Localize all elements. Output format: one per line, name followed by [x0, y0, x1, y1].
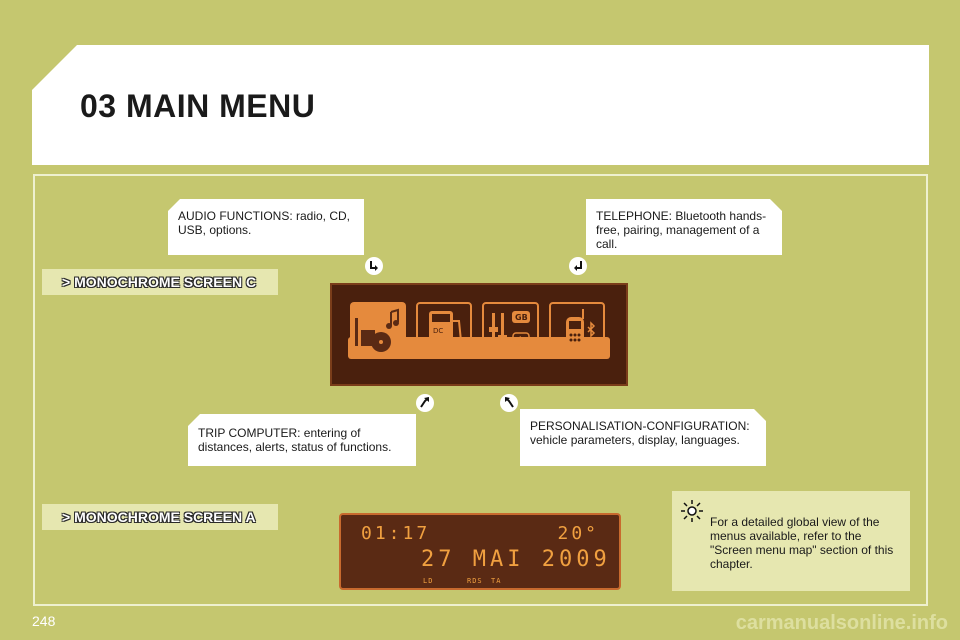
personalisation-callout-text: PERSONALISATION-CONFIGURATION: vehicle p…: [530, 419, 750, 447]
display-bar: [348, 337, 610, 359]
arrow-up-left-icon: [500, 394, 518, 412]
page-number: 248: [32, 613, 56, 629]
tip-text: For a detailed global view of the menus …: [710, 515, 894, 571]
section-banner-screen-a: > MONOCHROME SCREEN A: [42, 504, 278, 530]
audio-callout: AUDIO FUNCTIONS: radio, CD, USB, options…: [168, 199, 364, 255]
arrow-up-right-icon: [416, 394, 434, 412]
language-i-label: I: [519, 335, 521, 344]
indicator-ld: LD: [423, 577, 434, 585]
telephone-icon[interactable]: [548, 302, 605, 356]
menu-icon-row: DC GB I: [350, 302, 605, 362]
tip-box: For a detailed global view of the menus …: [672, 491, 910, 591]
telephone-callout-text: TELEPHONE: Bluetooth hands-free, pairing…: [596, 209, 767, 251]
indicator-rds: RDS: [467, 577, 483, 585]
monochrome-screen-a: 01:17 20° 27 MAI 2009 LD RDS TA: [339, 513, 621, 590]
audio-callout-text: AUDIO FUNCTIONS: radio, CD, USB, options…: [178, 209, 351, 237]
language-gb-label: GB: [515, 313, 528, 322]
arrow-down-right-icon: [365, 257, 383, 275]
trip-callout: TRIP COMPUTER: entering of distances, al…: [188, 414, 416, 466]
indicator-ta: TA: [491, 577, 502, 585]
monochrome-screen-c: DC GB I: [330, 283, 628, 386]
temperature-display: 20°: [557, 523, 599, 544]
fuel-label: DC: [433, 327, 443, 335]
telephone-callout: TELEPHONE: Bluetooth hands-free, pairing…: [586, 199, 782, 255]
sun-icon: [681, 500, 703, 522]
clock-display: 01:17: [361, 523, 431, 544]
watermark: carmanualsonline.info: [735, 612, 948, 634]
header-panel: [32, 45, 929, 165]
page-title: 03 MAIN MENU: [80, 88, 316, 124]
trip-computer-icon[interactable]: DC: [416, 302, 473, 356]
trip-callout-text: TRIP COMPUTER: entering of distances, al…: [198, 426, 392, 454]
personalisation-icon[interactable]: GB I: [482, 302, 539, 356]
date-display: 27 MAI 2009: [421, 547, 611, 572]
personalisation-callout: PERSONALISATION-CONFIGURATION: vehicle p…: [520, 409, 766, 466]
audio-icon[interactable]: [350, 302, 407, 356]
content-frame: [33, 174, 928, 606]
section-banner-screen-c: > MONOCHROME SCREEN C: [42, 269, 278, 295]
arrow-down-left-icon: [569, 257, 587, 275]
